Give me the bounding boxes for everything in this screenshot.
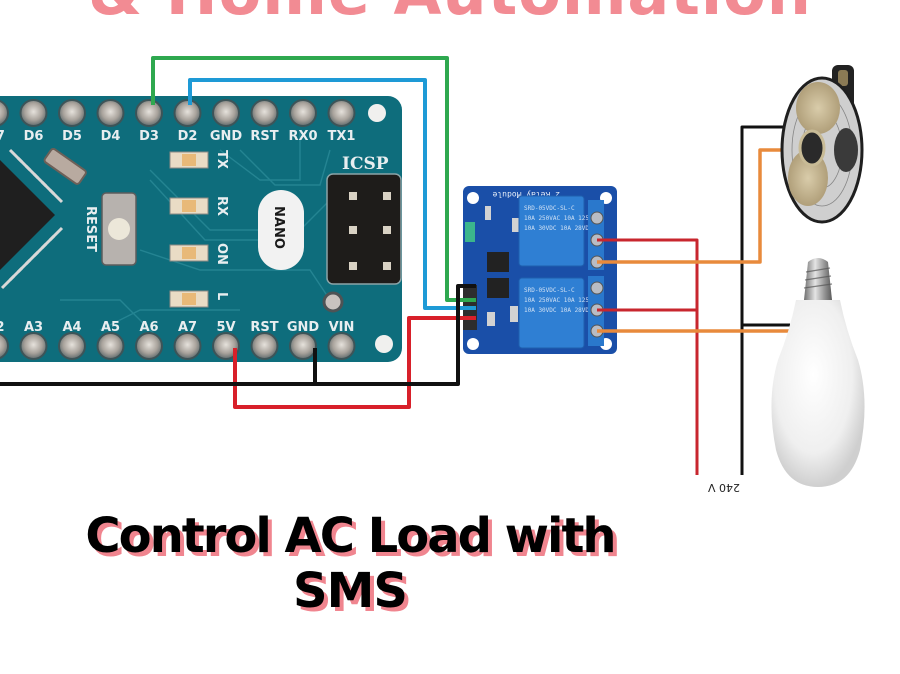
wire-live-com1 [597,238,699,475]
led-label-on: ON [214,243,229,265]
led-label-rx: RX [214,196,229,216]
pin-label: RST [250,320,278,335]
pin-label: GND [287,320,320,335]
bulb-glass [771,300,865,487]
relay-2: SRD-05VDC-SL-C 10A 250VAC 10A 125VAC 10A… [518,277,600,349]
pin-d6[interactable]: D6 [19,99,48,144]
screw-terminal-block [588,200,604,346]
mounting-hole-top [368,104,386,122]
mounting-hole [322,291,344,313]
pin-d3[interactable]: D3 [135,99,163,144]
pin-label: A3 [24,320,43,335]
smd-components [485,206,520,326]
pin-label: D7 [0,129,5,144]
wall-fan [780,65,864,224]
pin-a7[interactable]: A7 [173,320,202,360]
pin-label: D4 [101,129,121,144]
svg-text:SRD-05VDC-SL-C: SRD-05VDC-SL-C [524,287,575,294]
status-leds [169,151,209,308]
icsp-header [326,173,402,285]
pin-tx1[interactable]: TX1 [327,99,356,144]
fan-blades [788,82,858,206]
reset-button[interactable] [101,192,137,266]
pin-5v[interactable]: 5V [212,320,240,360]
arduino-nano-board: RESET TX RX ON L NANO ICSP [0,96,402,362]
led-tx [169,151,209,169]
pin-gnd[interactable]: GND [210,99,243,144]
pin-label: A5 [101,320,120,335]
pin-label: A6 [139,320,158,335]
pin-label: A7 [178,320,197,335]
icsp-label: ICSP [342,154,389,174]
pin-label: D6 [24,129,44,144]
pin-a4[interactable]: A4 [58,320,86,360]
optocoupler-1 [487,252,509,272]
svg-text:10A 30VDC 10A 28VDC: 10A 30VDC 10A 28VDC [524,225,593,232]
jumper [465,222,475,242]
pin-label: A2 [0,320,5,335]
pin-label: RST [250,129,278,144]
led-label-l: L [214,292,229,300]
svg-text:SRD-05VDC-SL-C: SRD-05VDC-SL-C [524,205,575,212]
microcontroller-chip [0,148,64,290]
wire-5v-vcc [233,316,476,409]
top-pin-header: D7 D6 D5 D4 D3 D2 GND RST RX0 TX1 [0,99,356,144]
caption-line-2: SMS [293,563,408,619]
nano-logo: NANO [258,190,304,270]
optocoupler-2 [487,278,509,298]
pin-label: 5V [216,320,235,335]
pin-vin[interactable]: VIN [327,320,356,360]
caption-line-1: Control AC Load with [85,508,616,564]
led-rx [169,197,209,215]
pin-label: D5 [62,129,82,144]
wire-d2-in2 [188,78,476,310]
pin-label: TX1 [328,129,356,144]
wiring [0,56,790,475]
pin-d2[interactable]: D2 [173,99,202,144]
pin-rst[interactable]: RST [250,320,279,360]
pin-label: D3 [139,129,159,144]
mounting-hole-bottom [375,335,393,353]
fan-hub [798,129,826,167]
wire-gnd-relay [315,284,476,386]
relay-module: 2 Relay Module SRD-05VDC-SL-C 10A 250VAC… [463,186,617,354]
pin-gnd[interactable]: GND [287,320,320,360]
pin-label: RX0 [288,129,317,144]
relay-1: SRD-05VDC-SL-C 10A 250VAC 10A 125VAC 10A… [518,195,600,267]
pin-a6[interactable]: A6 [135,320,163,360]
pin-label: A4 [62,320,81,335]
svg-text:10A 250VAC 10A 125VAC: 10A 250VAC 10A 125VAC [524,297,600,304]
svg-text:10A 30VDC 10A 28VDC: 10A 30VDC 10A 28VDC [524,307,593,314]
pin-rx0[interactable]: RX0 [288,99,318,144]
pcb [0,96,402,362]
pin-label: GND [210,129,243,144]
pin-label: D2 [178,129,198,144]
crystal-oscillator [43,147,87,185]
pin-a3[interactable]: A3 [19,320,48,360]
relay-module-label: 2 Relay Module [492,190,560,199]
light-bulb [771,258,865,487]
bottom-pin-header: A2 A3 A4 A5 A6 A7 5V RST GND VIN [0,320,356,360]
led-on [169,244,209,262]
reset-label: RESET [83,206,98,252]
wire-no1-fan [597,148,785,264]
wire-neutral [740,125,785,475]
led-label-tx: TX [214,150,229,169]
nano-label: NANO [271,206,286,249]
voltage-label: 240 V [708,481,740,494]
pin-label: VIN [329,320,355,335]
pin-d4[interactable]: D4 [96,99,125,144]
svg-text:10A 250VAC 10A 125VAC: 10A 250VAC 10A 125VAC [524,215,600,222]
top-title-partial: & Home Automation [0,0,900,29]
pin-a2[interactable]: A2 [0,320,9,360]
pin-a5[interactable]: A5 [96,320,125,360]
pin-rst[interactable]: RST [250,99,279,144]
pin-d7[interactable]: D7 [0,99,9,144]
pin-d5[interactable]: D5 [58,99,86,144]
led-l [169,290,209,308]
